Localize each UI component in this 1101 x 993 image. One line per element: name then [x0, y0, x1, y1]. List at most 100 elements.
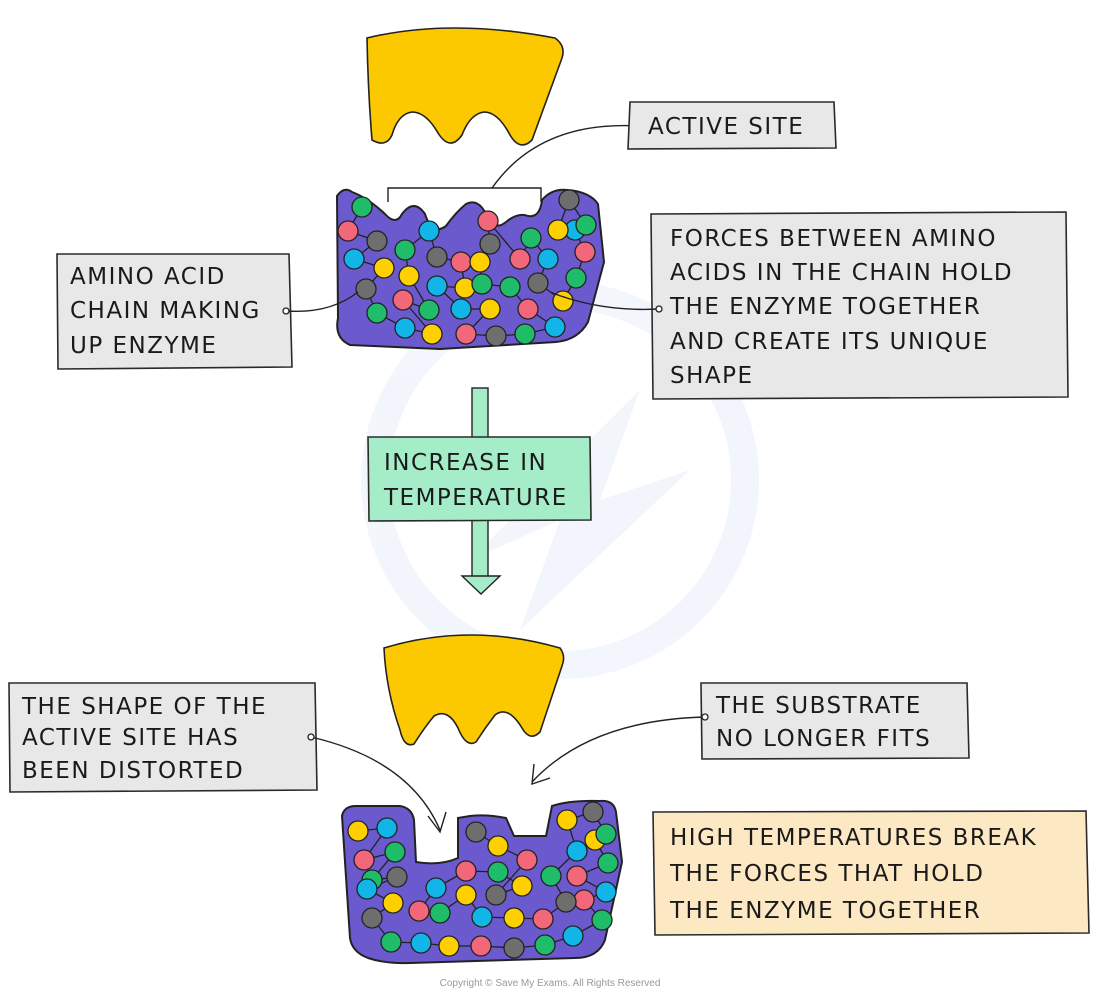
amino-acid-bead: [537, 248, 559, 270]
amino-acid-bead: [361, 907, 383, 929]
amino-acid-bead: [394, 239, 416, 261]
svg-text:ACTIVE SITE: ACTIVE SITE: [648, 114, 804, 140]
svg-text:CHAIN MAKING: CHAIN MAKING: [70, 298, 261, 324]
amino-acid-bead: [582, 801, 604, 823]
forces-label: FORCES BETWEEN AMINO ACIDS IN THE CHAIN …: [650, 211, 1069, 400]
amino-acid-bead: [373, 257, 395, 279]
amino-acid-bead: [337, 220, 359, 242]
svg-text:UP ENZYME: UP ENZYME: [70, 333, 217, 359]
amino-chain-connector: [285, 291, 359, 313]
amino-acid-bead: [353, 849, 375, 871]
amino-acid-bead: [426, 275, 448, 297]
amino-acid-bead: [386, 866, 408, 888]
svg-text:THE ENZYME TOGETHER: THE ENZYME TOGETHER: [669, 294, 981, 320]
amino-acid-bead: [517, 298, 539, 320]
amino-acid-bead: [485, 884, 507, 906]
amino-acid-bead: [527, 272, 549, 294]
svg-text:THE FORCES THAT HOLD: THE FORCES THAT HOLD: [669, 861, 984, 887]
amino-acid-bead: [469, 251, 491, 273]
amino-acid-bead: [392, 289, 414, 311]
amino-acid-bead: [380, 931, 402, 953]
amino-acid-bead: [540, 865, 562, 887]
amino-acid-bead: [438, 935, 460, 957]
amino-acid-bead: [376, 817, 398, 839]
svg-text:THE ENZYME TOGETHER: THE ENZYME TOGETHER: [669, 898, 981, 924]
amino-acid-bead: [455, 860, 477, 882]
amino-acid-bead: [534, 934, 556, 956]
amino-acid-bead: [511, 875, 533, 897]
svg-text:INCREASE IN: INCREASE IN: [384, 450, 547, 476]
amino-acid-bead: [465, 821, 487, 843]
amino-acid-bead: [544, 316, 566, 338]
amino-acid-bead: [520, 227, 542, 249]
svg-text:FORCES BETWEEN AMINO: FORCES BETWEEN AMINO: [670, 226, 997, 252]
amino-acid-bead: [574, 241, 596, 263]
amino-acid-bead: [343, 248, 365, 270]
amino-acid-chain-top: [337, 189, 597, 347]
amino-acid-bead: [351, 196, 373, 218]
amino-acid-bead: [573, 889, 595, 911]
substrate-no-longer-fits-label: THE SUBSTRATE NO LONGER FITS: [700, 682, 970, 760]
amino-acid-bead: [499, 276, 521, 298]
active-site-connector: [491, 124, 641, 189]
amino-acid-bead: [558, 189, 580, 211]
amino-acid-bead: [471, 273, 493, 295]
amino-acid-bead: [555, 891, 577, 913]
svg-text:SHAPE: SHAPE: [670, 363, 754, 389]
amino-acid-bead: [470, 935, 492, 957]
amino-acid-bead: [394, 317, 416, 339]
amino-acid-bead: [477, 210, 499, 232]
svg-text:THE SHAPE OF THE: THE SHAPE OF THE: [21, 694, 267, 720]
amino-acid-bead: [356, 878, 378, 900]
svg-text:THE SUBSTRATE: THE SUBSTRATE: [715, 693, 922, 719]
amino-acid-bead: [384, 841, 406, 863]
amino-acid-bead: [516, 849, 538, 871]
amino-acid-bead: [479, 233, 501, 255]
amino-acid-bead: [566, 840, 588, 862]
amino-acid-bead: [487, 861, 509, 883]
svg-text:ACIDS IN THE CHAIN HOLD: ACIDS IN THE CHAIN HOLD: [670, 260, 1013, 286]
amino-acid-bead: [410, 932, 432, 954]
amino-acid-bead: [355, 278, 377, 300]
amino-acid-bead: [421, 323, 443, 345]
amino-acid-bead: [479, 298, 501, 320]
amino-acid-bead: [566, 865, 588, 887]
amino-acid-bead: [509, 248, 531, 270]
amino-acid-bead: [556, 809, 578, 831]
svg-text:NO LONGER FITS: NO LONGER FITS: [716, 726, 931, 752]
high-temperatures-label: HIGH TEMPERATURES BREAK THE FORCES THAT …: [652, 810, 1090, 936]
amino-acid-bead: [408, 900, 430, 922]
amino-acid-chain-bottom: [347, 801, 619, 959]
amino-acid-bead: [366, 230, 388, 252]
amino-acid-bead: [418, 220, 440, 242]
amino-acid-bead: [426, 246, 448, 268]
amino-acid-bead: [514, 323, 536, 345]
active-site-label: ACTIVE SITE: [627, 101, 837, 150]
svg-text:HIGH TEMPERATURES BREAK: HIGH TEMPERATURES BREAK: [670, 825, 1037, 851]
amino-acid-bead: [532, 908, 554, 930]
amino-acid-chain-label: AMINO ACID CHAIN MAKING UP ENZYME: [56, 253, 293, 370]
amino-acid-bead: [418, 299, 440, 321]
svg-text:AMINO ACID: AMINO ACID: [70, 264, 226, 290]
amino-acid-bead: [552, 290, 574, 312]
increase-temperature-label: INCREASE IN TEMPERATURE: [367, 436, 592, 522]
svg-text:TEMPERATURE: TEMPERATURE: [383, 485, 568, 511]
shape-distorted-label: THE SHAPE OF THE ACTIVE SITE HAS BEEN DI…: [8, 682, 318, 793]
amino-acid-bead: [595, 881, 617, 903]
amino-acid-bead: [450, 298, 472, 320]
svg-text:AND CREATE ITS UNIQUE: AND CREATE ITS UNIQUE: [670, 329, 989, 355]
svg-text:ACTIVE SITE HAS: ACTIVE SITE HAS: [22, 725, 239, 751]
amino-acid-bead: [547, 219, 569, 241]
amino-acid-bead: [455, 323, 477, 345]
amino-acid-bead: [398, 265, 420, 287]
amino-acid-bead: [425, 877, 447, 899]
amino-acid-bead: [382, 892, 404, 914]
amino-acid-bead: [471, 906, 493, 928]
amino-acid-bead: [595, 823, 617, 845]
substrate-connector: [531, 716, 706, 783]
forces-connector: [549, 291, 660, 311]
amino-acid-bead: [503, 907, 525, 929]
amino-acid-bead: [429, 902, 451, 924]
substrate-top: [366, 27, 564, 146]
